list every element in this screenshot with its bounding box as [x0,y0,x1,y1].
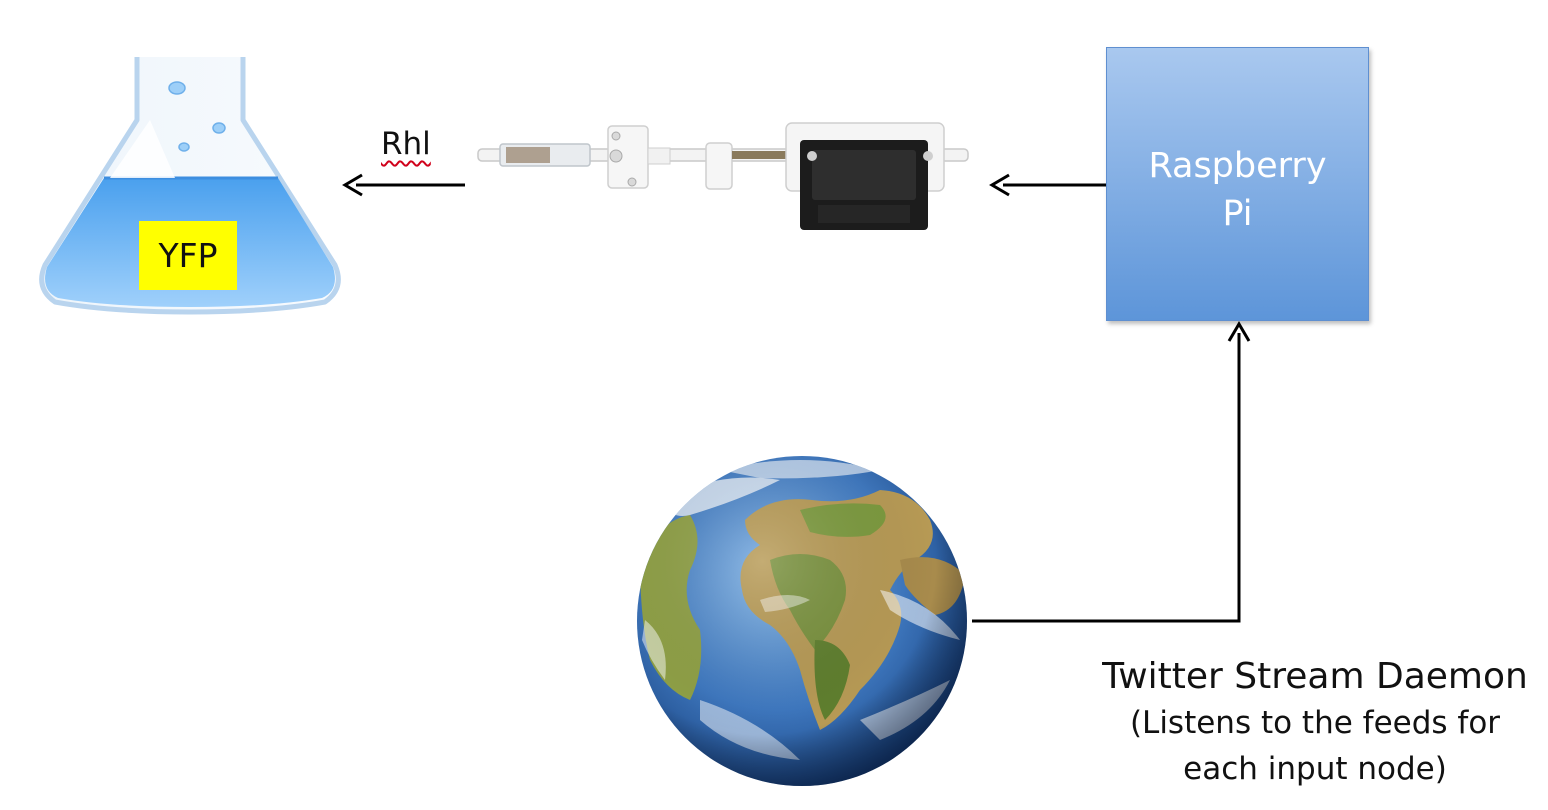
arrow-globe-to-pi [972,321,1251,623]
twitter-daemon-subtitle-line1: (Listens to the feeds for [1129,705,1501,741]
twitter-daemon-title: Twitter Stream Daemon [1102,656,1528,697]
syringe-pump-icon [477,122,969,230]
twitter-daemon-subtitle-line2: each input node) [1183,751,1447,787]
earth-globe-icon [637,456,967,786]
rhl-signal-label: Rhl [381,126,431,162]
yfp-label: YFP [139,221,237,290]
raspberry-pi-label: Raspberry Pi [1148,146,1327,234]
arrow-pi-to-pump [989,173,1106,197]
arrow-pump-to-flask [342,173,465,197]
raspberry-pi-box: Raspberry Pi [1106,47,1369,321]
